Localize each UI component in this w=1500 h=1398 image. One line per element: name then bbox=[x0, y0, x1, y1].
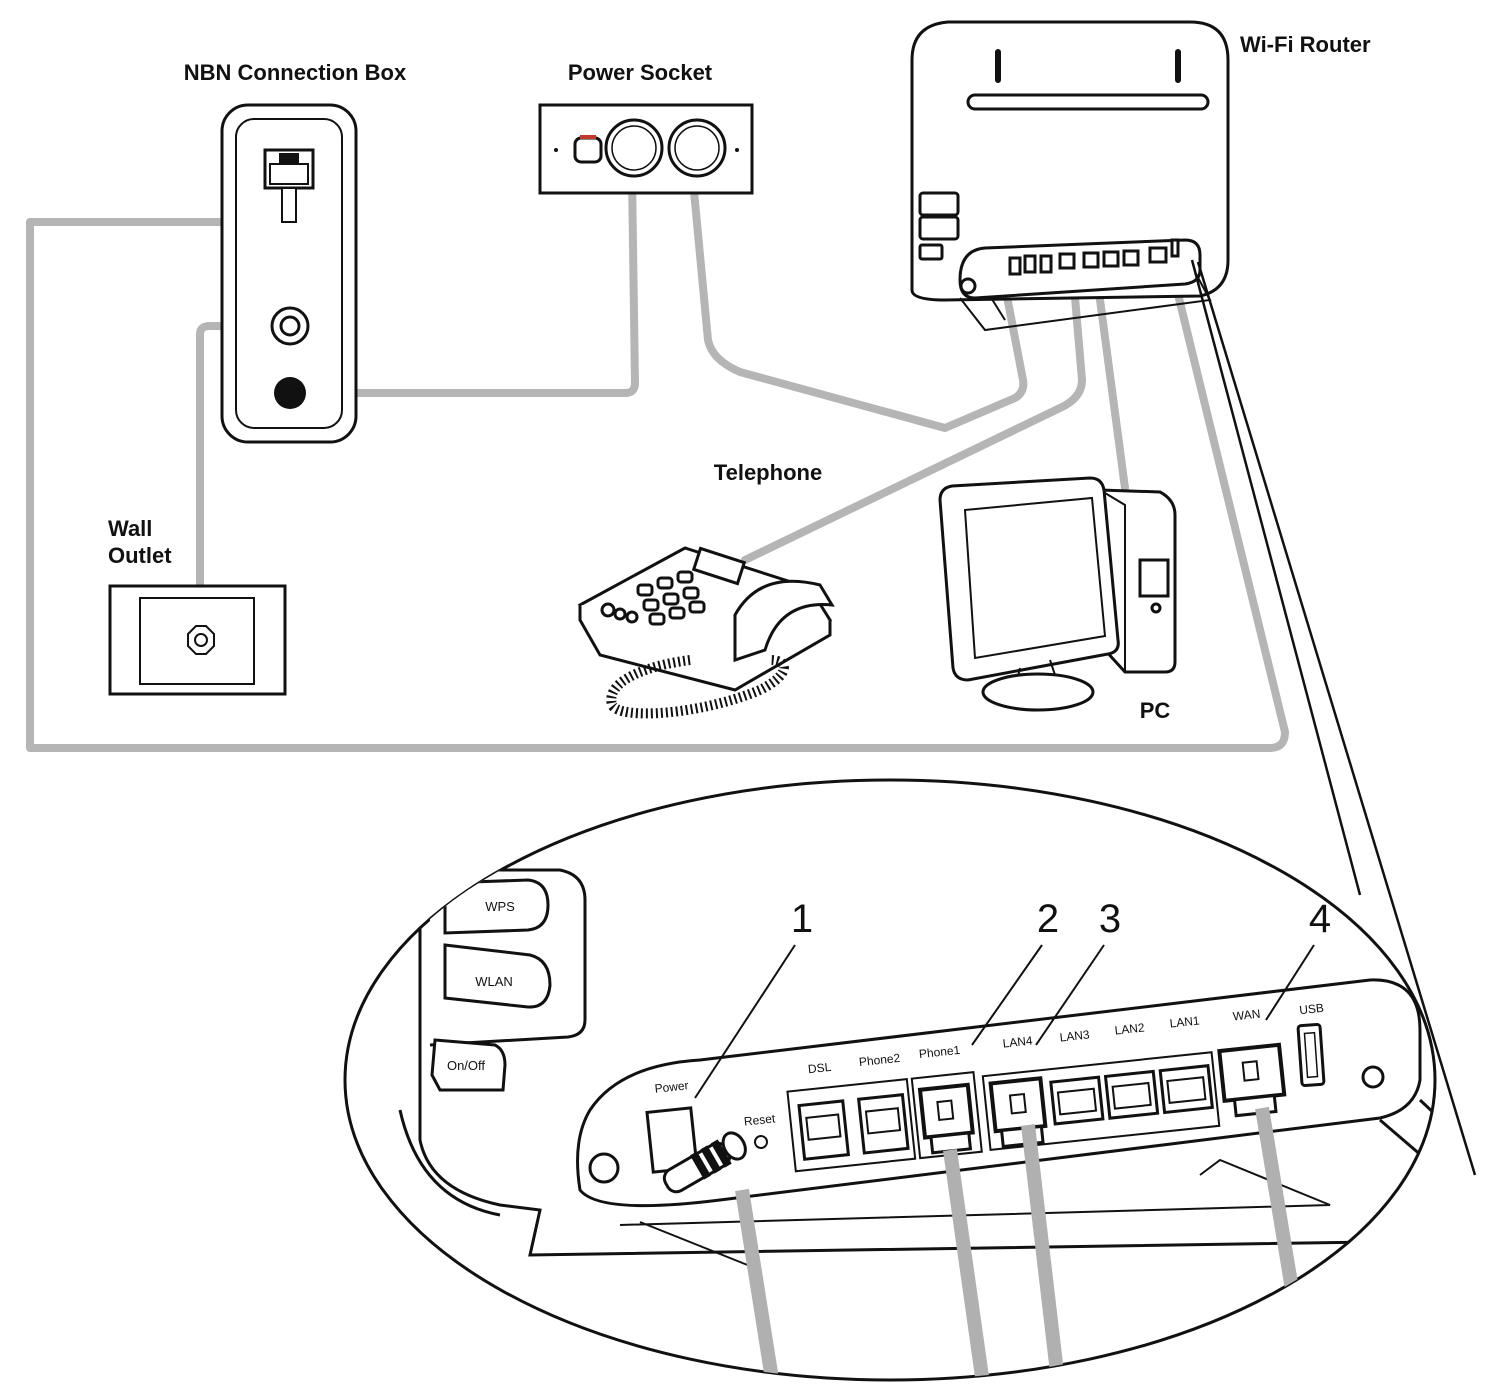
power-socket-label: Power Socket bbox=[568, 60, 713, 85]
callout-1: 1 bbox=[791, 897, 813, 941]
phone2-port bbox=[857, 1093, 910, 1155]
pc-tower bbox=[1098, 488, 1177, 674]
cables-upper bbox=[26, 166, 1289, 752]
zoom-cable-phone1 bbox=[943, 1149, 992, 1380]
pc-monitor-stand bbox=[981, 672, 1095, 712]
port-label-power: Power bbox=[654, 1078, 689, 1095]
onoff-button[interactable]: On/Off bbox=[430, 1038, 507, 1092]
router-zoom: WPS WLAN On/Off Power Reset DSL Phone2 P… bbox=[398, 868, 1435, 1380]
pc-label: PC bbox=[1140, 698, 1171, 723]
port-label-lan2: LAN2 bbox=[1114, 1020, 1146, 1037]
telephone bbox=[577, 546, 835, 719]
cable-pc bbox=[1091, 258, 1129, 492]
router-small bbox=[910, 20, 1230, 332]
callout-4: 4 bbox=[1309, 897, 1331, 941]
port-label-wan: WAN bbox=[1232, 1007, 1261, 1024]
power-socket bbox=[538, 103, 754, 195]
callouts: 1 2 3 4 bbox=[694, 897, 1331, 1099]
pc bbox=[938, 476, 1177, 712]
callout-3: 3 bbox=[1099, 897, 1121, 941]
cable-telephone bbox=[741, 258, 1086, 564]
wlan-button[interactable]: WLAN bbox=[443, 943, 552, 1009]
wlan-button-label: WLAN bbox=[475, 974, 513, 989]
telephone-handset bbox=[733, 579, 835, 663]
cable-nbn-power bbox=[286, 171, 639, 397]
callout-2: 2 bbox=[1037, 897, 1059, 941]
port-label-reset: Reset bbox=[743, 1111, 776, 1128]
zoom-cable-power bbox=[735, 1188, 782, 1380]
cable-router-power bbox=[688, 166, 1028, 432]
nbn-power-port bbox=[274, 377, 306, 409]
onoff-button-label: On/Off bbox=[447, 1058, 485, 1073]
wps-button-label: WPS bbox=[485, 899, 515, 914]
wall-outlet-label-line1: Wall bbox=[108, 516, 152, 541]
port-label-lan4: LAN4 bbox=[1002, 1033, 1034, 1050]
dsl-port bbox=[797, 1099, 851, 1161]
router-label: Wi-Fi Router bbox=[1240, 32, 1371, 57]
wps-button[interactable]: WPS bbox=[443, 878, 550, 935]
nbn-connection-box bbox=[220, 103, 358, 444]
port-label-lan1: LAN1 bbox=[1169, 1013, 1201, 1030]
socket-switch bbox=[573, 136, 603, 164]
port-label-phone2: Phone2 bbox=[858, 1051, 901, 1069]
zoom-connector bbox=[1190, 259, 1477, 1176]
cable-wall-outlet-to-nbn bbox=[196, 322, 292, 644]
nbn-box-label: NBN Connection Box bbox=[184, 60, 407, 85]
port-label-phone1: Phone1 bbox=[918, 1043, 961, 1061]
wall-outlet-label-line2: Outlet bbox=[108, 543, 172, 568]
wall-outlet bbox=[108, 584, 287, 696]
zoom-cable-lan4 bbox=[1021, 1124, 1067, 1380]
port-label-usb: USB bbox=[1299, 1001, 1325, 1018]
telephone-label: Telephone bbox=[714, 460, 822, 485]
telephone-keypad bbox=[636, 570, 706, 626]
pc-monitor bbox=[938, 476, 1120, 682]
cable-nbn-to-router-wan bbox=[26, 218, 1289, 752]
port-label-dsl: DSL bbox=[807, 1060, 832, 1076]
port-label-lan3: LAN3 bbox=[1059, 1027, 1091, 1044]
power-plug bbox=[662, 1131, 747, 1194]
reset-hole[interactable] bbox=[754, 1135, 768, 1149]
